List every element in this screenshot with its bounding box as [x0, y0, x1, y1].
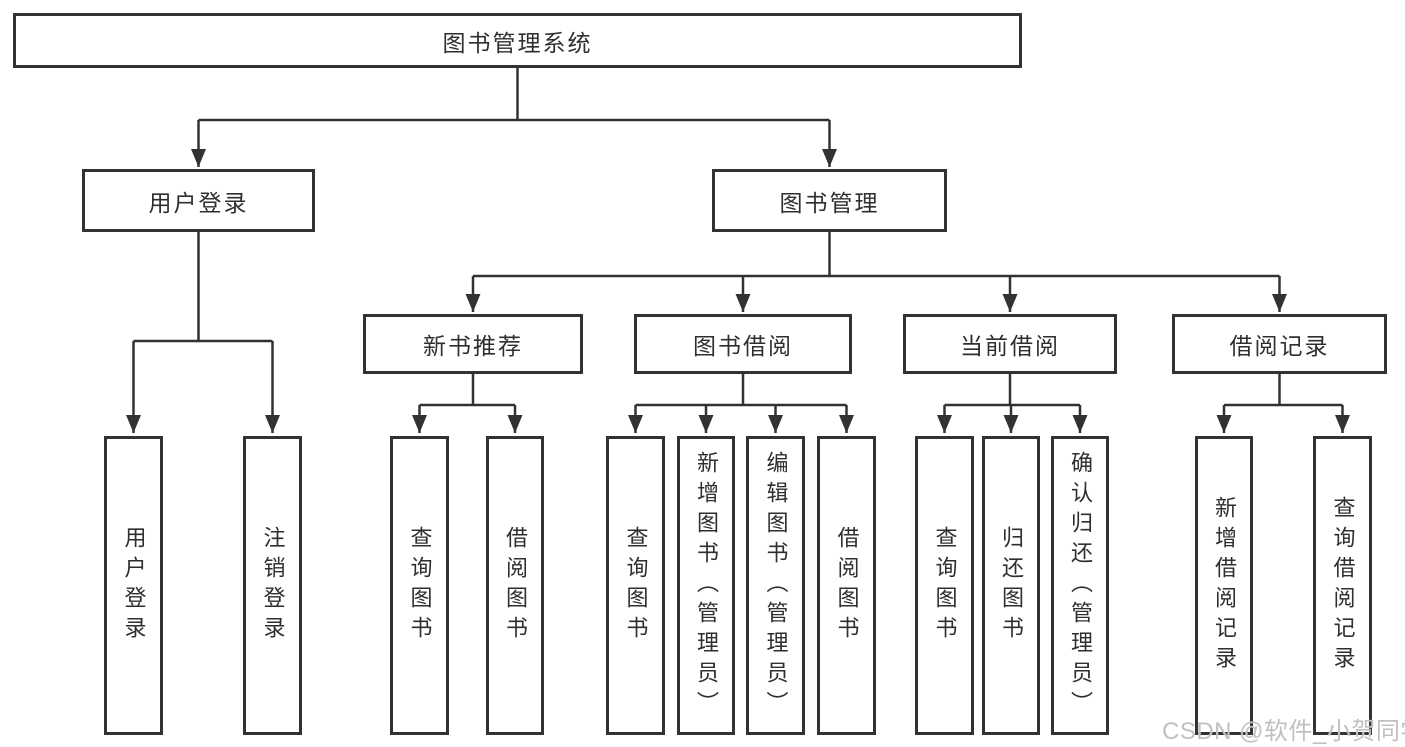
node-label-new-book-recommend: 新书推荐	[423, 333, 523, 359]
node-label-borrow-record: 借阅记录	[1229, 333, 1330, 359]
tree-leaf-add-book-admin: 新增图书（管理员）	[677, 436, 735, 735]
leaf-label-edit-book-admin: 编辑图书（管理员）	[763, 450, 789, 721]
leaf-label-add-borrow-record: 新增借阅记录	[1212, 495, 1237, 676]
tree-leaf-borrow-book: 借阅图书	[817, 436, 876, 735]
tree-leaf-logout: 注销登录	[243, 436, 302, 735]
tree-leaf-confirm-return-admin: 确认归还（管理员）	[1051, 436, 1109, 735]
tree-leaf-edit-book-admin: 编辑图书（管理员）	[746, 436, 805, 735]
leaf-label-query-book-current: 查询图书	[932, 525, 958, 646]
leaf-label-borrow-book-recommend: 借阅图书	[503, 525, 528, 646]
leaf-label-add-book-admin: 新增图书（管理员）	[694, 450, 719, 721]
tree-node-root: 图书管理系统	[13, 13, 1022, 68]
leaf-label-user-login: 用户登录	[121, 525, 147, 646]
csdn-watermark: CSDN @软件_小贺同学	[1162, 718, 1405, 745]
node-label-book-management: 图书管理	[779, 189, 880, 216]
tree-leaf-add-borrow-record: 新增借阅记录	[1195, 436, 1253, 735]
node-label-book-borrow: 图书借阅	[693, 333, 793, 359]
node-label-root: 图书管理系统	[442, 29, 593, 56]
tree-node-borrow-record: 借阅记录	[1172, 314, 1387, 374]
tree-leaf-query-borrow-record: 查询借阅记录	[1313, 436, 1372, 735]
leaf-label-logout: 注销登录	[260, 525, 286, 646]
leaf-label-confirm-return-admin: 确认归还（管理员）	[1068, 450, 1093, 721]
tree-leaf-query-book-recommend: 查询图书	[390, 436, 449, 735]
tree-node-new-book-recommend: 新书推荐	[363, 314, 583, 374]
node-label-user-login: 用户登录	[148, 189, 249, 216]
tree-leaf-query-book-borrow: 查询图书	[606, 436, 665, 735]
tree-leaf-borrow-book-recommend: 借阅图书	[486, 436, 544, 735]
tree-node-book-management: 图书管理	[712, 169, 947, 232]
tree-node-book-borrow: 图书借阅	[634, 314, 852, 374]
tree-leaf-user-login: 用户登录	[104, 436, 163, 735]
tree-leaf-query-book-current: 查询图书	[915, 436, 974, 735]
leaf-label-query-borrow-record: 查询借阅记录	[1330, 495, 1356, 676]
tree-node-user-login: 用户登录	[82, 169, 315, 232]
tree-leaf-return-book: 归还图书	[982, 436, 1040, 735]
leaf-label-borrow-book: 借阅图书	[834, 525, 860, 646]
leaf-label-query-book-recommend: 查询图书	[407, 525, 433, 646]
tree-node-current-borrow: 当前借阅	[903, 314, 1117, 374]
leaf-label-query-book-borrow: 查询图书	[623, 525, 649, 646]
leaf-label-return-book: 归还图书	[999, 525, 1024, 646]
node-label-current-borrow: 当前借阅	[960, 333, 1060, 359]
